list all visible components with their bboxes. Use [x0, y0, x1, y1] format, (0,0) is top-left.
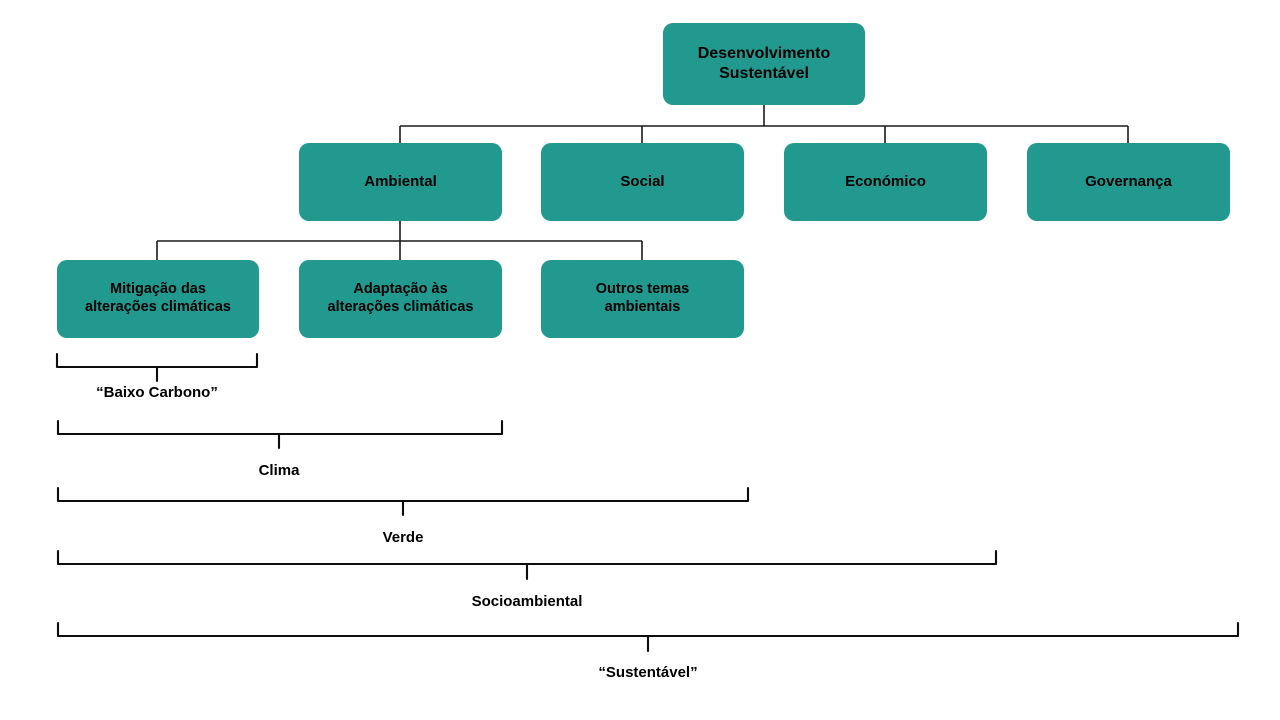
bracket-label-baixo-carbono: “Baixo Carbono” — [96, 384, 218, 401]
bracket-label-sustentavel: “Sustentável” — [598, 664, 698, 681]
node-label: Desenvolvimento Sustentável — [697, 45, 831, 82]
bracket-baixo-carbono — [55, 352, 259, 369]
node-outros-temas-ambientais[interactable]: Outros temas ambientais — [541, 260, 744, 338]
node-label: Ambiental — [364, 172, 437, 190]
node-mitigacao-alteracoes-climaticas[interactable]: Mitigação das alterações climáticas — [57, 260, 259, 338]
bracket-socioambiental — [56, 549, 998, 566]
node-label: Adaptação às alterações climáticas — [327, 281, 474, 315]
node-ambiental[interactable]: Ambiental — [299, 143, 502, 221]
bracket-verde — [56, 486, 750, 503]
bracket-label-socioambiental: Socioambiental — [471, 593, 583, 610]
node-governanca[interactable]: Governança — [1027, 143, 1230, 221]
bracket-label-clima: Clima — [258, 462, 300, 479]
node-economico[interactable]: Económico — [784, 143, 987, 221]
node-desenvolvimento-sustentavel[interactable]: Desenvolvimento Sustentável — [663, 23, 865, 105]
node-adaptacao-alteracoes-climaticas[interactable]: Adaptação às alterações climáticas — [299, 260, 502, 338]
bracket-sustentavel — [56, 621, 1240, 638]
bracket-clima — [56, 419, 504, 436]
node-label: Económico — [845, 172, 926, 190]
node-social[interactable]: Social — [541, 143, 744, 221]
node-label: Social — [620, 172, 665, 190]
node-label: Mitigação das alterações climáticas — [85, 281, 231, 315]
node-label: Outros temas ambientais — [595, 281, 690, 315]
bracket-label-verde: Verde — [382, 529, 424, 546]
node-label: Governança — [1085, 172, 1172, 190]
